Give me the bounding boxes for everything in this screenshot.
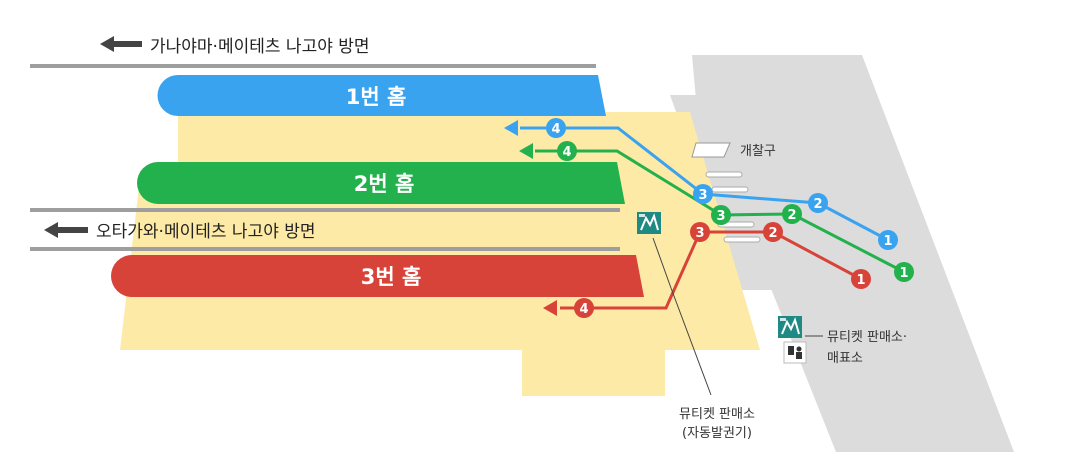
svg-text:3: 3 [698, 188, 707, 203]
machine-label-line1: 뮤티켓 판매소 [679, 407, 755, 422]
route-step-red-2: 2 [763, 222, 783, 242]
office-label-line1: 뮤티켓 판매소· [827, 330, 907, 345]
svg-text:2: 2 [787, 208, 796, 223]
route-step-red-1: 1 [851, 269, 871, 289]
platform-1: 1번 홈 [157, 75, 606, 116]
left-arrow-icon [100, 36, 142, 52]
gates-label: 개찰구 [740, 144, 776, 159]
gate-icon [691, 142, 731, 158]
platform-3-label: 3번 홈 [361, 265, 422, 289]
direction-middle-label: 오타가와·메이테츠 나고야 방면 [96, 222, 316, 242]
svg-text:3: 3 [716, 209, 725, 224]
platform-2-label: 2번 홈 [354, 172, 415, 196]
route-step-green-1: 1 [894, 262, 914, 282]
route-step-green-4: 4 [557, 141, 577, 161]
route-arrowhead-green [519, 143, 533, 159]
svg-text:4: 4 [562, 145, 571, 160]
route-arrowhead-red [543, 300, 557, 316]
platform-3: 3번 홈 [111, 255, 644, 297]
ticket-vending-machine-icon [783, 341, 807, 364]
route-step-blue-1: 1 [878, 230, 898, 250]
direction-top: 가나야마·메이테츠 나고야 방면 [100, 36, 370, 57]
svg-text:1: 1 [899, 266, 908, 281]
mu-ticket-office: 뮤티켓 판매소· 매표소 [778, 316, 907, 366]
gate-zone [692, 55, 1014, 452]
svg-text:3: 3 [695, 226, 704, 241]
gate-bar [705, 171, 743, 178]
office-label-line2: 매표소 [827, 351, 863, 366]
concourse-area [120, 112, 760, 396]
platform-2: 2번 홈 [137, 162, 625, 204]
route-step-blue-2: 2 [808, 193, 828, 213]
route-step-red-4: 4 [574, 298, 594, 318]
svg-text:4: 4 [579, 302, 588, 317]
svg-text:2: 2 [813, 197, 822, 212]
route-step-blue-4: 4 [546, 118, 566, 138]
svg-text:1: 1 [883, 234, 892, 249]
route-arrowhead-blue [504, 120, 518, 136]
machine-label-line2: (자동발권기) [682, 426, 752, 441]
gate-bar [723, 236, 761, 243]
route-step-green-3: 3 [711, 205, 731, 225]
platform-1-label: 1번 홈 [346, 85, 407, 109]
route-step-blue-3: 3 [693, 184, 713, 204]
svg-text:2: 2 [768, 226, 777, 241]
ticket-gates: 개찰구 [691, 142, 776, 243]
svg-text:1: 1 [856, 273, 865, 288]
direction-top-label: 가나야마·메이테츠 나고야 방면 [150, 37, 370, 57]
leader-line [652, 237, 712, 396]
direction-middle: 오타가와·메이테츠 나고야 방면 [44, 222, 316, 242]
mu-ticket-machine: 뮤티켓 판매소 (자동발권기) [637, 212, 755, 441]
svg-text:4: 4 [551, 122, 560, 137]
gate-bar [711, 186, 749, 193]
left-arrow-icon [44, 222, 88, 238]
route-step-red-3: 3 [690, 222, 710, 242]
route-step-green-2: 2 [782, 204, 802, 224]
